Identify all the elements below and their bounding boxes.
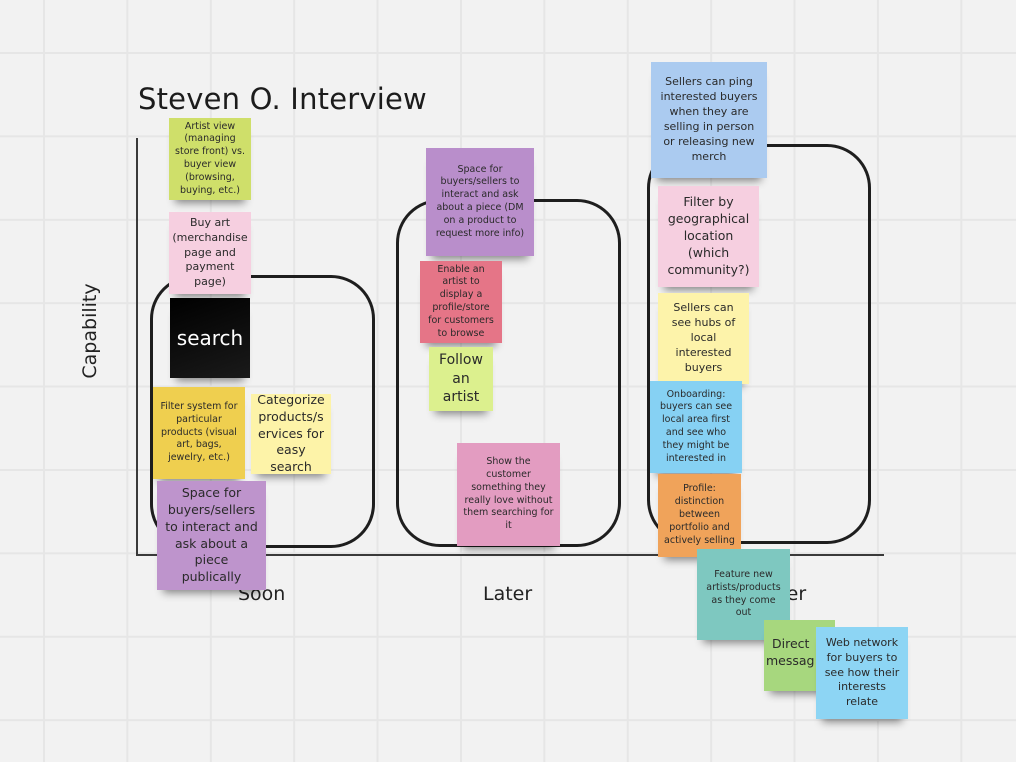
sticky-note[interactable]: Artist view (managing store front) vs. b… — [169, 118, 251, 200]
sticky-note[interactable]: Feature new artists/products as they com… — [697, 549, 790, 640]
x-axis-line — [136, 554, 884, 556]
sticky-note[interactable]: Space for buyers/sellers to interact and… — [157, 481, 266, 590]
sticky-note-text: Follow an artist — [439, 351, 483, 406]
sticky-note[interactable]: Filter system for particular products (v… — [153, 387, 245, 479]
sticky-note[interactable]: Profile: distinction between portfolio a… — [658, 474, 741, 557]
sticky-note-text: Filter by geographical location (which c… — [667, 194, 750, 277]
sticky-note-text: Space for buyers/sellers to interact and… — [435, 163, 525, 239]
sticky-note[interactable]: Filter by geographical location (which c… — [658, 186, 759, 287]
sticky-note[interactable]: Follow an artist — [429, 347, 493, 411]
sticky-note-text: Filter system for particular products (v… — [160, 400, 238, 464]
sticky-note-text-line: Direct — [772, 636, 810, 651]
column-label-later: Later — [483, 583, 533, 605]
sticky-note-text: Space for buyers/sellers to interact and… — [165, 484, 258, 585]
sticky-note[interactable]: Onboarding: buyers can see local area fi… — [650, 381, 742, 473]
sticky-note-text: Web network for buyers to see how their … — [824, 635, 900, 709]
sticky-note[interactable]: search — [170, 298, 250, 378]
sticky-note[interactable]: Web network for buyers to see how their … — [816, 627, 908, 719]
sticky-note[interactable]: Sellers can ping interested buyers when … — [651, 62, 767, 178]
board-title: Steven O. Interview — [138, 82, 427, 116]
sticky-note-text: Feature new artists/products as they com… — [706, 568, 781, 619]
sticky-note-text: Profile: distinction between portfolio a… — [664, 483, 735, 546]
sticky-note-text: Buy art (merchandise page and payment pa… — [172, 215, 248, 289]
sticky-note[interactable]: Enable an artist to display a profile/st… — [420, 261, 502, 343]
sticky-note-text: Sellers can ping interested buyers when … — [660, 75, 758, 163]
sticky-note-text: Enable an artist to display a profile/st… — [428, 263, 494, 339]
sticky-note[interactable]: Categorize products/s ervices for easy s… — [251, 391, 331, 475]
y-axis-line — [136, 138, 138, 556]
sticky-note-text: Categorize products/s ervices for easy s… — [257, 391, 325, 475]
sticky-note-text: Sellers can see hubs of local interested… — [671, 301, 736, 374]
sticky-note[interactable]: Sellers can see hubs of local interested… — [658, 293, 749, 384]
sticky-note-text: search — [176, 325, 244, 350]
sticky-note-text: Onboarding: buyers can see local area fi… — [659, 388, 733, 464]
sticky-note-text: Show the customer something they really … — [463, 456, 554, 532]
sticky-note-text: Artist view (managing store front) vs. b… — [175, 120, 245, 196]
sticky-note[interactable]: Space for buyers/sellers to interact and… — [426, 148, 534, 256]
sticky-note[interactable]: Buy art (merchandise page and payment pa… — [169, 212, 251, 294]
sticky-note[interactable]: Show the customer something they really … — [457, 443, 560, 546]
y-axis-label: Capability — [79, 283, 101, 379]
sticky-note-text-line: messag — [766, 652, 815, 668]
